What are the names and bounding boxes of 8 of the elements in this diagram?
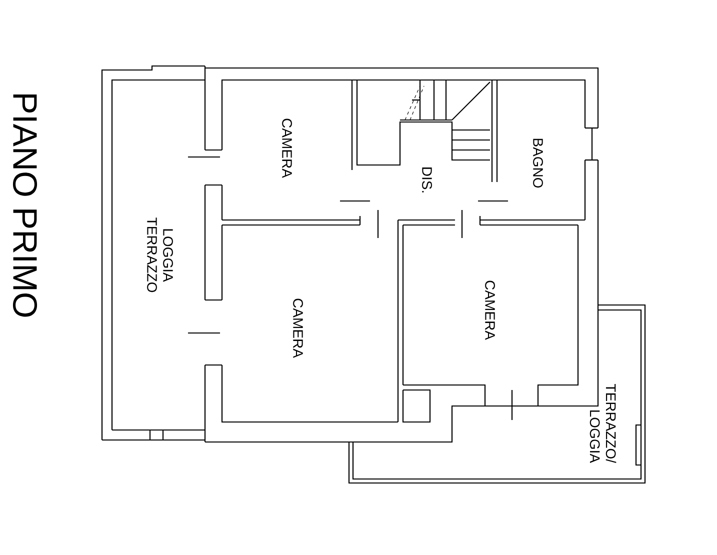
room-label: CAMERA [282, 118, 292, 178]
room-label: CAMERA [293, 298, 303, 358]
room-label: LOGGIA TERRAZZO [147, 218, 173, 292]
room-label: DIS. [422, 168, 432, 192]
title: PIANO PRIMO [12, 94, 38, 317]
room-label: BAGNO [533, 138, 543, 188]
room-label: CAMERA [485, 280, 495, 340]
room-label: TERRAZZO/ LOGGIA [590, 384, 616, 463]
